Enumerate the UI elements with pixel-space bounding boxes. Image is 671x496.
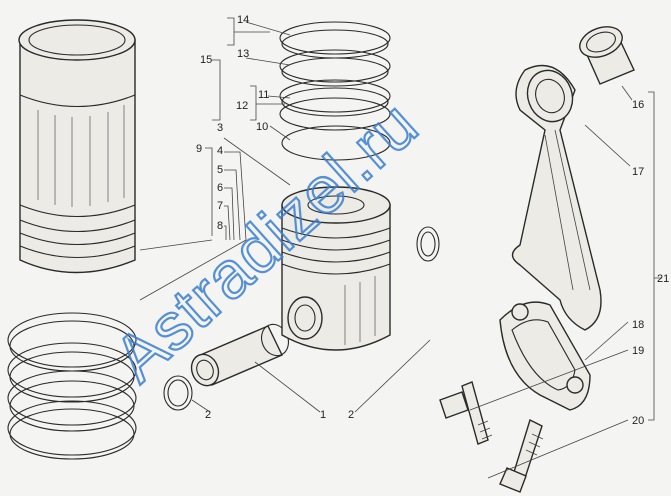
rod-bolt-lower (499, 419, 544, 493)
callout-14: 14 (237, 14, 249, 26)
callout-18: 18 (632, 319, 644, 331)
circlip-left (163, 375, 193, 411)
callout-13: 13 (237, 48, 249, 60)
callout-9: 9 (196, 143, 202, 155)
callout-10: 10 (256, 121, 268, 133)
callout-6: 6 (217, 182, 223, 194)
callout-3: 3 (217, 122, 223, 134)
callout-15: 15 (200, 54, 212, 66)
callout-2-left: 2 (205, 409, 211, 421)
callout-4: 4 (217, 145, 223, 157)
piston (281, 186, 391, 351)
callout-labels: 14 13 15 11 12 10 3 9 4 5 6 7 8 2 1 2 16… (196, 14, 669, 427)
top-ring-stack (279, 21, 391, 161)
piston-ring-set (7, 312, 137, 460)
callout-17: 17 (632, 166, 644, 178)
callout-8: 8 (217, 220, 223, 232)
callout-19: 19 (632, 345, 644, 357)
callout-2-right: 2 (348, 409, 354, 421)
connecting-rod-cap (499, 301, 591, 411)
small-end-bushing (579, 26, 635, 85)
cylinder-liner (18, 19, 136, 274)
callout-16: 16 (632, 99, 644, 111)
callout-12: 12 (236, 100, 248, 112)
callout-5: 5 (217, 164, 223, 176)
callout-1: 1 (320, 409, 326, 421)
leader-lines (139, 17, 662, 479)
callout-11: 11 (258, 89, 269, 101)
callout-21: 21 (657, 273, 669, 285)
connecting-rod (511, 64, 602, 331)
rod-bolt-upper (439, 381, 493, 445)
circlip-right (416, 226, 440, 262)
callout-20: 20 (632, 415, 644, 427)
callout-7: 7 (217, 200, 223, 212)
